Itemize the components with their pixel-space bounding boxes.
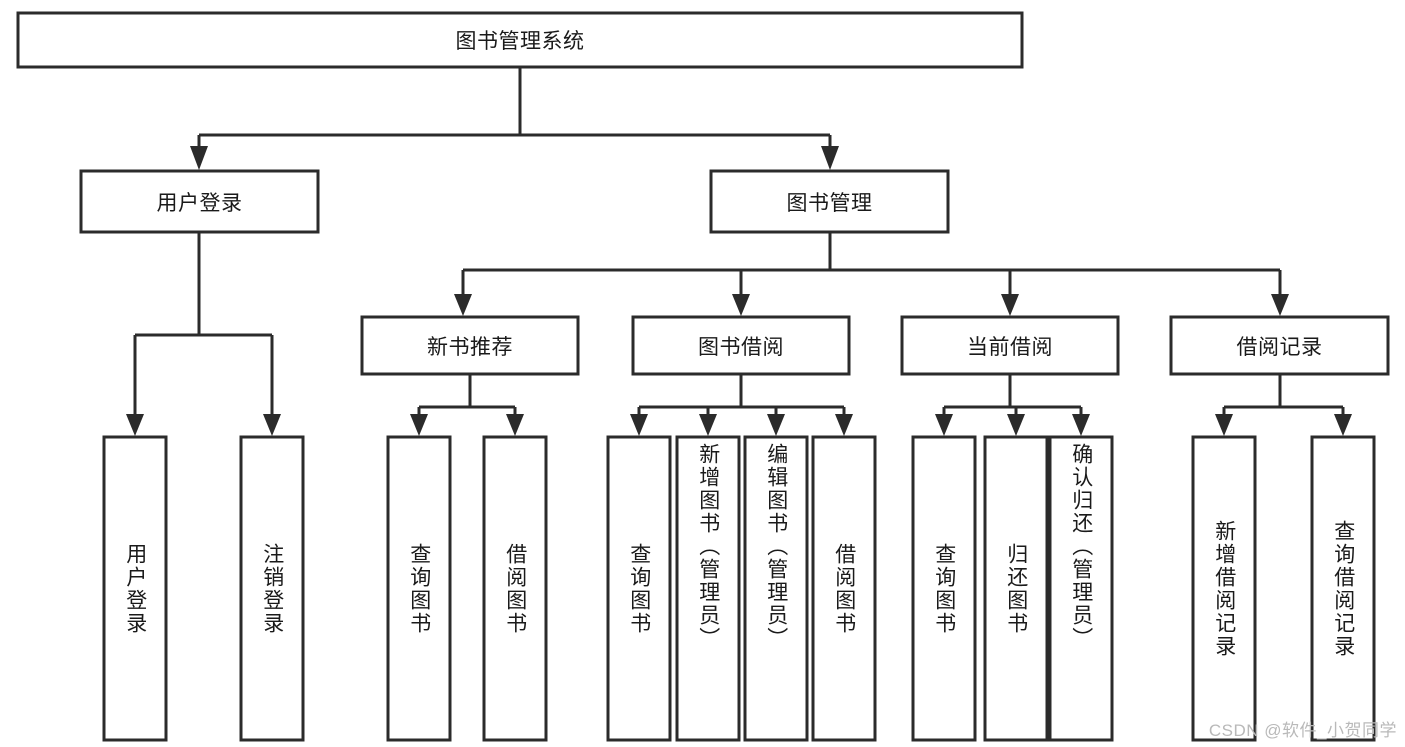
connector-group-records bbox=[1215, 374, 1352, 436]
connector-group-root bbox=[190, 67, 839, 170]
node-box-leaf-confirm-return-admin[interactable] bbox=[1048, 435, 1114, 742]
arrow-head-icon bbox=[1001, 294, 1019, 316]
arrow-head-icon bbox=[732, 294, 750, 316]
arrow-head-icon bbox=[835, 414, 853, 436]
arrow-head-icon bbox=[126, 414, 144, 436]
arrow-head-icon bbox=[190, 146, 208, 170]
node-box-current-borrow[interactable] bbox=[900, 315, 1120, 376]
arrow-head-icon bbox=[1334, 414, 1352, 436]
arrow-head-icon bbox=[767, 414, 785, 436]
arrow-head-icon bbox=[1007, 414, 1025, 436]
node-box-leaf-query-book-1[interactable] bbox=[386, 435, 452, 742]
arrow-head-icon bbox=[821, 146, 839, 170]
connector-group-borrow bbox=[630, 374, 853, 436]
node-box-leaf-query-book-3[interactable] bbox=[911, 435, 977, 742]
node-box-borrow-records[interactable] bbox=[1169, 315, 1390, 376]
arrow-head-icon bbox=[699, 414, 717, 436]
node-box-leaf-return-book[interactable] bbox=[983, 435, 1049, 742]
arrow-head-icon bbox=[935, 414, 953, 436]
arrow-head-icon bbox=[1215, 414, 1233, 436]
arrow-head-icon bbox=[263, 414, 281, 436]
node-box-leaf-borrow-book-2[interactable] bbox=[811, 435, 877, 742]
connector-group-bookmgmt bbox=[454, 232, 1289, 316]
arrow-head-icon bbox=[630, 414, 648, 436]
node-box-user-login[interactable] bbox=[79, 169, 320, 234]
node-box-root[interactable] bbox=[16, 11, 1024, 69]
connector-group-userlogin bbox=[126, 232, 281, 436]
arrow-head-icon bbox=[410, 414, 428, 436]
node-box-book-borrow[interactable] bbox=[631, 315, 851, 376]
node-box-new-book-recommend[interactable] bbox=[360, 315, 580, 376]
node-box-leaf-borrow-book-1[interactable] bbox=[482, 435, 548, 742]
node-box-leaf-user-login[interactable] bbox=[102, 435, 168, 742]
arrow-head-icon bbox=[454, 294, 472, 316]
node-box-leaf-query-book-2[interactable] bbox=[606, 435, 672, 742]
node-box-book-management[interactable] bbox=[709, 169, 950, 234]
node-box-leaf-logout[interactable] bbox=[239, 435, 305, 742]
node-box-leaf-add-borrow-record[interactable] bbox=[1191, 435, 1257, 742]
node-box-leaf-query-borrow-record[interactable] bbox=[1310, 435, 1376, 742]
connector-group-current bbox=[935, 374, 1090, 436]
connector-group-newbook bbox=[410, 374, 524, 436]
arrow-head-icon bbox=[1072, 414, 1090, 436]
node-box-leaf-edit-book-admin[interactable] bbox=[743, 435, 809, 742]
arrow-head-icon bbox=[1271, 294, 1289, 316]
arrow-head-icon bbox=[506, 414, 524, 436]
node-box-leaf-add-book-admin[interactable] bbox=[675, 435, 741, 742]
